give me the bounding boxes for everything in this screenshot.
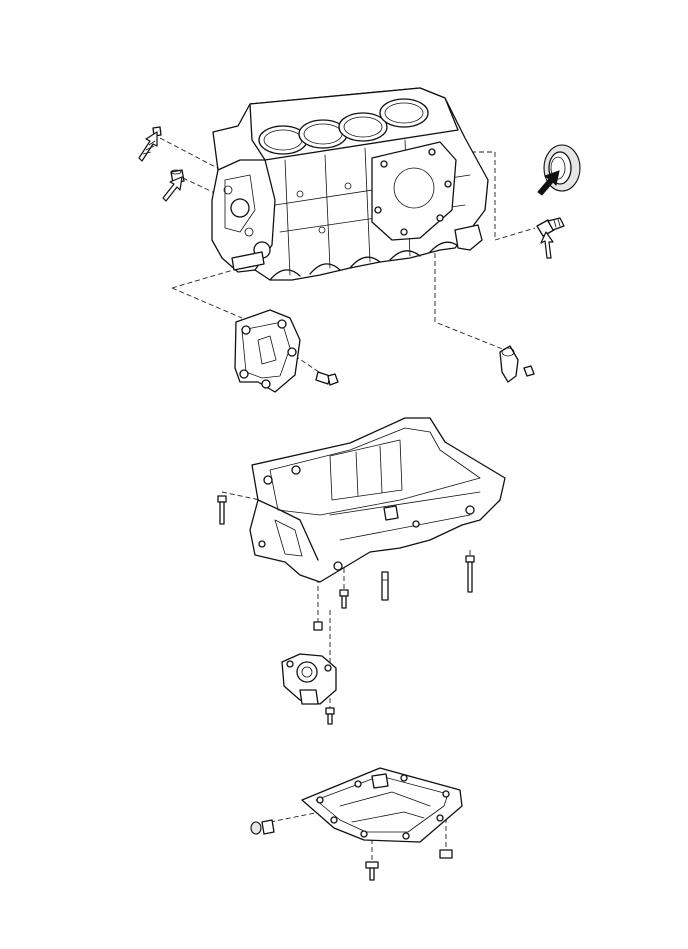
stiffening-crankcase [249,417,506,583]
drain-plug-with-gasket [250,819,275,835]
new-part-arrow-icon [540,231,554,259]
oil-pan-nut [439,849,453,859]
cylinder-block [211,87,489,281]
crankcase-stud [381,571,389,601]
crankcase-bolt-long-left [217,495,227,525]
crankcase-bolt-long-right [465,555,475,593]
bracket-bolt [315,371,339,386]
knock-sensor-bolt [523,365,535,377]
oil-pressure-switch [536,217,565,237]
crankcase-plug [313,621,323,631]
new-part-arrow-icon [162,176,183,202]
block-plug-bolts [152,126,185,184]
knock-sensor [499,345,519,383]
oil-pan-bolt [365,861,379,881]
apply-grease-arrow-icon [537,170,560,196]
engine-mounting-bracket [234,309,301,393]
crankcase-bolt-short [339,589,349,609]
oil-pump [281,653,337,705]
oil-pan [301,767,463,843]
precoated-arrow-icon [138,131,158,162]
oil-pump-bolt [325,707,335,725]
